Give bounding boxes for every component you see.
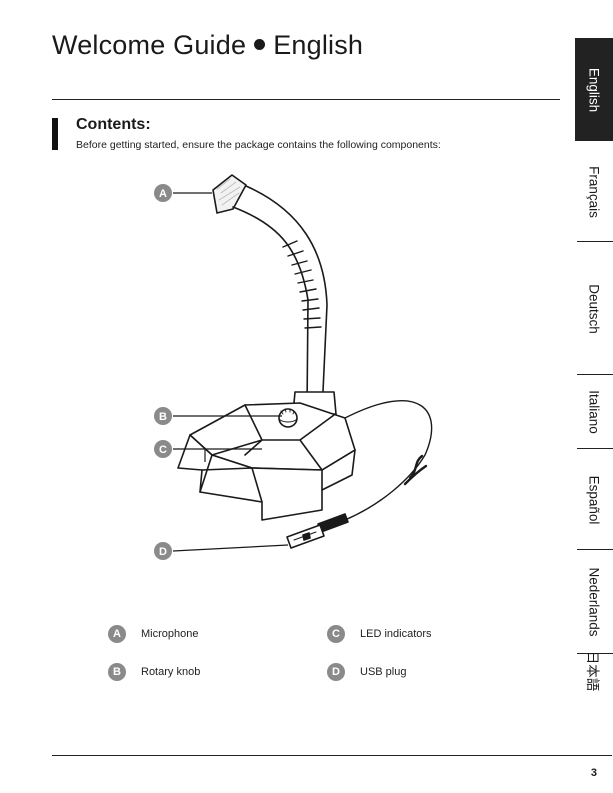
page-title: Welcome Guide English: [52, 30, 363, 61]
letter-badge-b: B: [108, 663, 126, 681]
tab-italiano[interactable]: Italiano: [575, 375, 613, 449]
callout-d-label: D: [159, 546, 167, 558]
callout-d: D: [154, 542, 172, 560]
section-intro: Before getting started, ensure the packa…: [76, 139, 441, 151]
legend-label: USB plug: [360, 666, 406, 678]
callout-b: B: [154, 407, 172, 425]
tab-label: Français: [587, 166, 602, 218]
callout-c-label: C: [159, 444, 167, 456]
microphone-illustration: A B C D: [145, 168, 445, 568]
section-title: Contents:: [76, 116, 151, 134]
tab-nederlands[interactable]: Nederlands: [575, 550, 613, 654]
mic-head: [213, 175, 246, 213]
component-legend: A Microphone B Rotary knob C LED indicat…: [108, 624, 508, 684]
tab-label: Deutsch: [587, 284, 602, 334]
tab-label: Nederlands: [587, 567, 602, 636]
letter-badge-a: A: [108, 625, 126, 643]
tab-label: 日本語: [584, 651, 604, 692]
title-text: Welcome Guide: [52, 30, 246, 60]
callout-b-label: B: [159, 411, 167, 423]
tab-english[interactable]: English: [575, 38, 613, 141]
legend-item-led-indicators: C LED indicators: [327, 624, 432, 644]
page-number: 3: [591, 767, 597, 779]
callout-a-label: A: [159, 188, 167, 200]
usb-plug: [318, 514, 348, 532]
tab-espanol[interactable]: Español: [575, 449, 613, 550]
tab-deutsch[interactable]: Deutsch: [575, 242, 613, 375]
legend-label: LED indicators: [360, 628, 432, 640]
section-marker: [52, 118, 58, 150]
letter-badge-c: C: [327, 625, 345, 643]
legend-item-usb-plug: D USB plug: [327, 662, 406, 682]
footer-divider: [52, 755, 612, 756]
tab-francais[interactable]: Français: [575, 141, 613, 242]
legend-item-rotary-knob: B Rotary knob: [108, 662, 200, 682]
callout-c: C: [154, 440, 172, 458]
language-tabs: English Français Deutsch Italiano Españo…: [575, 38, 613, 688]
tab-japanese[interactable]: 日本語: [575, 654, 613, 688]
tab-label: Español: [587, 475, 602, 524]
title-language: English: [273, 30, 363, 60]
header-divider: [52, 99, 560, 100]
tab-label: English: [587, 67, 602, 111]
legend-label: Rotary knob: [141, 666, 200, 678]
bullet-dot-icon: [254, 39, 265, 50]
letter-badge-d: D: [327, 663, 345, 681]
legend-item-microphone: A Microphone: [108, 624, 198, 644]
callout-a: A: [154, 184, 172, 202]
tab-label: Italiano: [587, 390, 602, 434]
legend-label: Microphone: [141, 628, 198, 640]
